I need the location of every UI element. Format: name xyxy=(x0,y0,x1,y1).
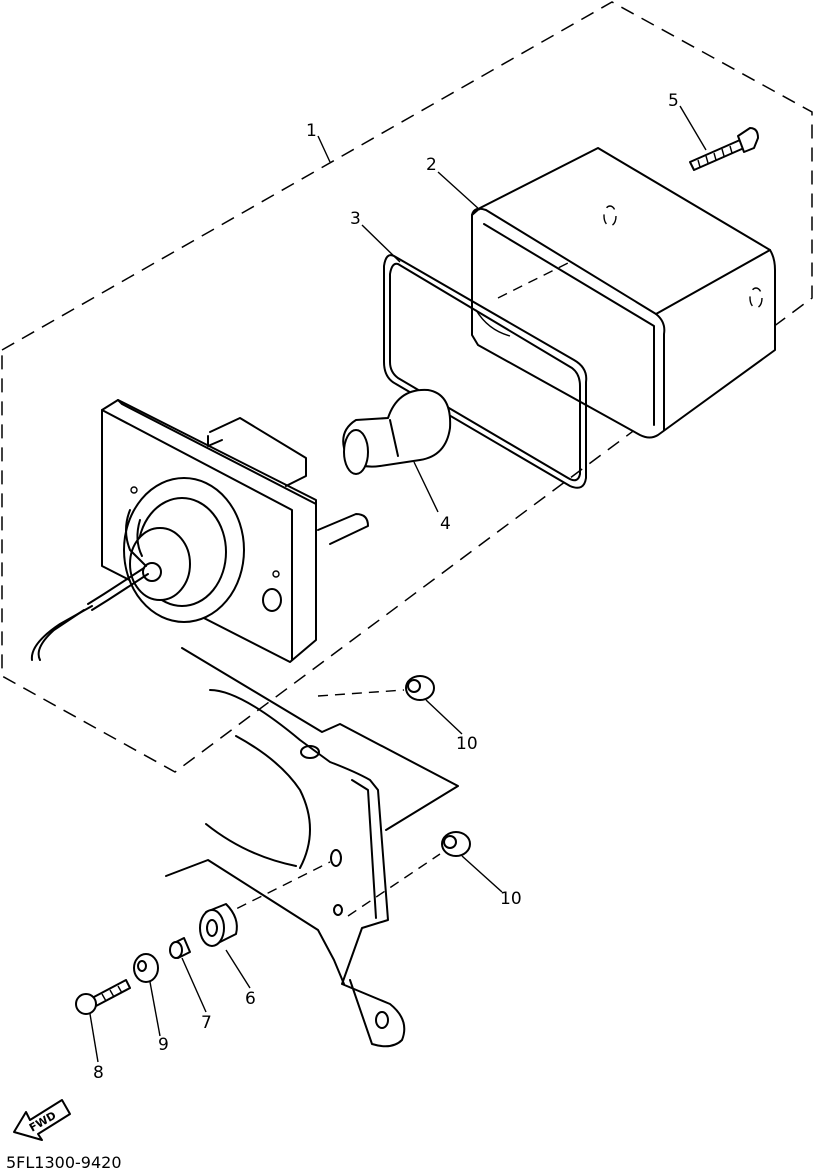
callout-5: 5 xyxy=(668,91,679,111)
callout-9: 9 xyxy=(158,1035,169,1055)
bracket xyxy=(165,647,459,1048)
callout-8: 8 xyxy=(93,1063,104,1083)
callout-3: 3 xyxy=(350,209,361,229)
washer-10-lower xyxy=(441,831,471,857)
screw-5 xyxy=(689,127,759,171)
lens-housing xyxy=(471,147,776,439)
callout-4: 4 xyxy=(440,514,451,534)
gasket xyxy=(383,254,588,489)
callout-7: 7 xyxy=(201,1013,212,1033)
washer-10-upper xyxy=(405,675,435,701)
washer-9 xyxy=(133,953,159,983)
callout-10-upper: 10 xyxy=(456,734,478,754)
callout-10-lower: 10 xyxy=(500,889,522,909)
callout-6: 6 xyxy=(245,989,256,1009)
leader-lines xyxy=(89,105,707,1063)
collar-7 xyxy=(169,937,191,959)
diagram-code: 5FL1300-9420 xyxy=(6,1153,122,1170)
bulb xyxy=(342,388,452,475)
assembly-boundary xyxy=(1,1,813,773)
callout-2: 2 xyxy=(426,155,437,175)
grommet-6 xyxy=(199,903,238,947)
bolt-8 xyxy=(75,979,131,1015)
callout-1: 1 xyxy=(306,121,317,141)
fwd-arrow-icon: FWD xyxy=(13,1099,71,1141)
lamp-base xyxy=(30,399,369,663)
